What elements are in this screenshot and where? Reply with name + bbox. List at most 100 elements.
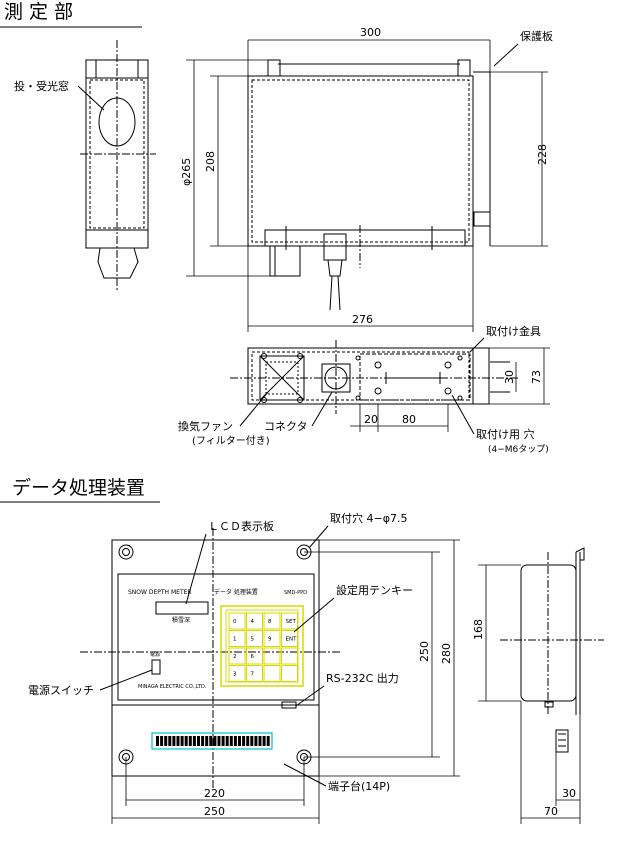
panel-device-name: データ 処理装置 bbox=[214, 588, 258, 596]
keypad-key bbox=[246, 630, 263, 647]
keypad-key bbox=[263, 612, 281, 630]
dim-dia265-label: φ265 bbox=[180, 158, 193, 186]
dim-168 bbox=[478, 564, 521, 702]
label-rs232c: RS-232C 出力 bbox=[326, 671, 399, 685]
dim-276 bbox=[247, 246, 474, 332]
dim-280-label: 280 bbox=[440, 643, 453, 664]
terminal-pin bbox=[156, 736, 159, 746]
dim-30a-label: 30 bbox=[503, 370, 516, 384]
keypad-key bbox=[228, 647, 246, 665]
keypad-key bbox=[246, 647, 263, 665]
label-keypad: 設定用テンキー bbox=[336, 583, 413, 597]
leader-fan bbox=[239, 391, 269, 427]
dim-dia265 bbox=[186, 59, 270, 277]
terminal-pin bbox=[209, 736, 213, 746]
keypad-key bbox=[228, 612, 246, 630]
side-view-measurement-unit bbox=[80, 40, 156, 290]
dim-70-label: 70 bbox=[544, 805, 558, 818]
keypad-key-label: 8 bbox=[268, 619, 272, 625]
dim-300 bbox=[247, 39, 491, 76]
terminal-pin bbox=[188, 736, 192, 746]
keypad-key-label: 0 bbox=[233, 619, 237, 625]
leader-mount-hole bbox=[451, 394, 475, 435]
terminal-pin bbox=[205, 736, 209, 746]
terminal-pin bbox=[217, 736, 221, 746]
keypad-key-label: 3 bbox=[233, 672, 237, 678]
terminal-pin bbox=[201, 736, 205, 746]
label-guard-plate: 保護板 bbox=[520, 29, 553, 43]
terminal-pin bbox=[262, 736, 266, 746]
keypad-key bbox=[281, 647, 298, 665]
leader-mount-hole-top bbox=[308, 525, 329, 549]
dim-220-250 bbox=[111, 757, 320, 824]
terminal-pin bbox=[168, 736, 172, 746]
dim-250v-label: 250 bbox=[418, 641, 431, 662]
keypad-key-label: 6 bbox=[251, 654, 255, 660]
label-connector: コネクタ bbox=[264, 420, 308, 433]
terminal-pin bbox=[258, 736, 262, 746]
leader-lcd bbox=[185, 533, 207, 605]
keypad-key bbox=[263, 630, 281, 647]
terminal-pin bbox=[176, 736, 180, 746]
keypad-key-label: 4 bbox=[251, 619, 255, 625]
keypad-key bbox=[281, 665, 298, 682]
panel-lcd-caption: 積雪深 bbox=[172, 616, 190, 624]
dim-73-label: 73 bbox=[530, 370, 543, 384]
leader-rs232c bbox=[295, 685, 325, 707]
terminal-pin bbox=[184, 736, 188, 746]
terminal-pin bbox=[242, 736, 246, 746]
keypad-key bbox=[281, 612, 298, 630]
label-mount-bracket: 取付け金具 bbox=[486, 324, 541, 338]
label-mount-hole-top: 取付穴 4−φ7.5 bbox=[330, 511, 407, 525]
leader-mount-bracket bbox=[469, 337, 485, 353]
terminal-pin bbox=[246, 736, 250, 746]
dim-30-73 bbox=[489, 347, 550, 405]
label-mount-hole: 取付け用 穴 bbox=[476, 427, 535, 441]
leader-keypad bbox=[293, 597, 335, 633]
keypad-key-label: 9 bbox=[268, 637, 272, 643]
dim-168-label: 168 bbox=[472, 619, 485, 640]
terminal-pins bbox=[156, 736, 270, 746]
bottom-view-measurement-unit bbox=[230, 340, 520, 414]
panel-model: SMD-PPD bbox=[284, 590, 307, 596]
keypad-key bbox=[246, 665, 263, 682]
panel-maker: MINAGA ELECTRIC CO.,LTD. bbox=[138, 684, 207, 690]
label-power-switch: 電源スイッチ bbox=[28, 683, 94, 697]
terminal-pin bbox=[160, 736, 164, 746]
keypad-key bbox=[263, 665, 281, 682]
label-fan: 換気ファン bbox=[178, 419, 233, 433]
panel-power-mark: 電源 bbox=[150, 651, 160, 658]
panel-title: SNOW DEPTH METER bbox=[128, 589, 192, 596]
terminal-pin bbox=[197, 736, 200, 746]
dim-228 bbox=[490, 71, 548, 247]
keypad-key-label: 7 bbox=[251, 672, 255, 678]
keypad-key bbox=[263, 647, 281, 665]
label-terminal: 端子台(14P) bbox=[328, 779, 390, 793]
keypad-key-label: 1 bbox=[233, 637, 237, 643]
terminal-pin bbox=[180, 736, 184, 746]
label-lcd: ＬＣＤ表示板 bbox=[208, 519, 274, 533]
label-mount-hole-note: (4−M6タップ) bbox=[488, 444, 549, 455]
keypad-key bbox=[281, 630, 298, 647]
dim-80-label: 80 bbox=[402, 413, 416, 426]
panel-text: SNOW DEPTH METER データ 処理装置 SMD-PPD 積雪深 MI… bbox=[128, 588, 307, 690]
keypad-key-label: 2 bbox=[233, 654, 237, 660]
terminal-pin bbox=[254, 736, 258, 746]
terminal-block bbox=[151, 732, 273, 750]
keypad-key-label: 5 bbox=[251, 637, 255, 643]
terminal-pin bbox=[250, 736, 254, 746]
front-view-measurement-unit bbox=[247, 59, 491, 311]
processor-side-view bbox=[500, 547, 604, 753]
dim-250-280 bbox=[304, 539, 460, 777]
terminal-pin bbox=[221, 736, 225, 746]
dim-20-80 bbox=[350, 404, 449, 432]
terminal-pin bbox=[233, 736, 237, 746]
dim-30b-70 bbox=[520, 701, 581, 824]
terminal-pin bbox=[192, 736, 196, 746]
label-emit-window: 投・受光窓 bbox=[14, 79, 69, 93]
terminal-pin bbox=[238, 736, 241, 746]
processor-front-view bbox=[80, 528, 340, 790]
leader-guard-plate bbox=[493, 43, 519, 67]
